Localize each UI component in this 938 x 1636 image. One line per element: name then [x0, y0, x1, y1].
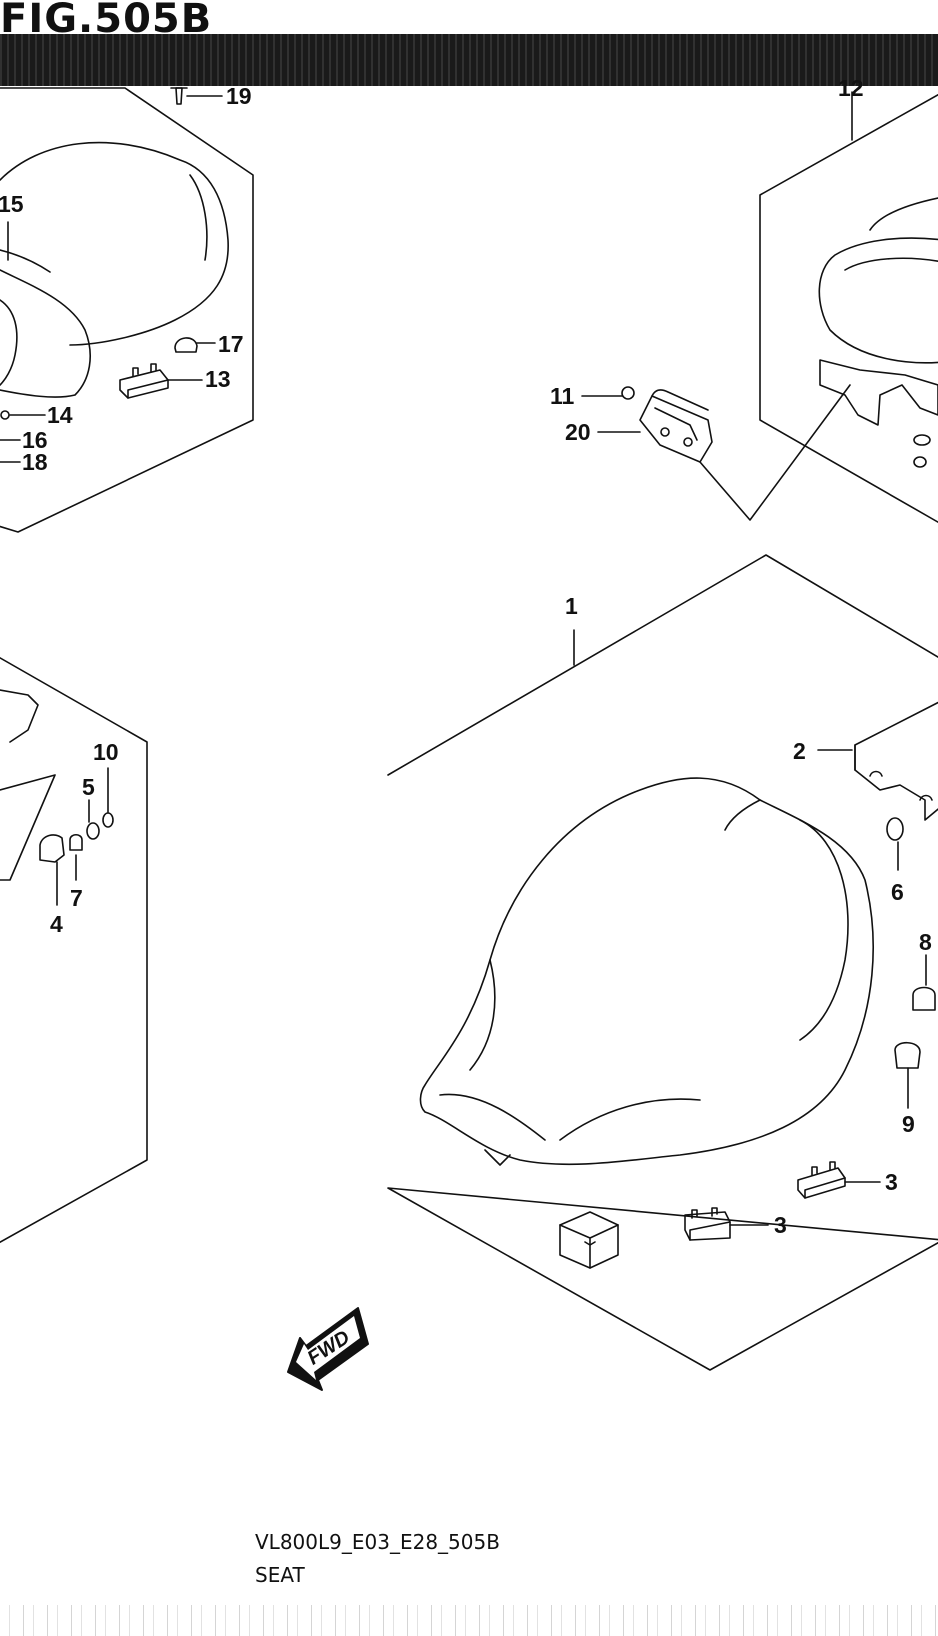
- diagram-name: SEAT: [255, 1563, 305, 1587]
- clip-4: [39, 834, 65, 863]
- rear-seat-cushion: [0, 141, 229, 346]
- callout-2: 2: [793, 738, 806, 764]
- callout-11: 11: [550, 383, 575, 409]
- scan-noise-strip: [0, 1605, 938, 1636]
- callout-17: 17: [218, 331, 244, 357]
- callout-8: 8: [919, 929, 932, 955]
- callout-9: 9: [902, 1111, 915, 1137]
- bracket-3-left: [684, 1211, 731, 1241]
- handle-20: [639, 395, 713, 463]
- group-panel-main-seat: [387, 554, 938, 1371]
- nut-10: [102, 812, 114, 828]
- callout-3-right: 3: [885, 1169, 898, 1195]
- callout-1: 1: [565, 593, 578, 619]
- callout-15: 15: [0, 191, 24, 217]
- washer-5: [86, 822, 100, 840]
- group-panel-mid-left: [0, 656, 148, 1244]
- cap-17: [174, 337, 198, 353]
- callout-3-left: 3: [774, 1212, 787, 1238]
- header-banner: [0, 34, 938, 86]
- callout-7: 7: [70, 885, 83, 911]
- bumper-9: [894, 1041, 921, 1069]
- collar-7: [69, 833, 83, 851]
- mounting-plate-12: [819, 359, 938, 426]
- callout-13: 13: [205, 366, 231, 392]
- bracket-2: [854, 701, 938, 821]
- callout-10: 10: [93, 739, 119, 765]
- bolt-19: [175, 87, 183, 105]
- parts-box: [559, 1211, 619, 1269]
- group-panel-top-left: [0, 87, 254, 533]
- seat-1: [419, 777, 874, 1166]
- callout-19: 19: [226, 83, 252, 109]
- bracket-3-right: [797, 1167, 846, 1199]
- passenger-seat: [818, 237, 938, 364]
- callout-6: 6: [891, 879, 904, 905]
- callout-16: 16: [22, 427, 48, 453]
- callout-14: 14: [47, 402, 73, 428]
- bolt-11: [621, 386, 635, 400]
- callout-4: 4: [50, 911, 63, 937]
- bumper-8: [912, 986, 936, 1011]
- callout-20: 20: [565, 419, 591, 445]
- callout-18: 18: [22, 449, 48, 475]
- figure-title: FIG.505B: [0, 0, 213, 42]
- group-panel-top-right: [759, 93, 938, 524]
- callout-12: 12: [838, 75, 864, 101]
- diagram-code: VL800L9_E03_E28_505B: [255, 1530, 500, 1554]
- bracket-13: [119, 369, 169, 399]
- fwd-direction-arrow: FWD: [287, 1307, 369, 1391]
- callout-5: 5: [82, 774, 95, 800]
- washer-6: [886, 817, 904, 841]
